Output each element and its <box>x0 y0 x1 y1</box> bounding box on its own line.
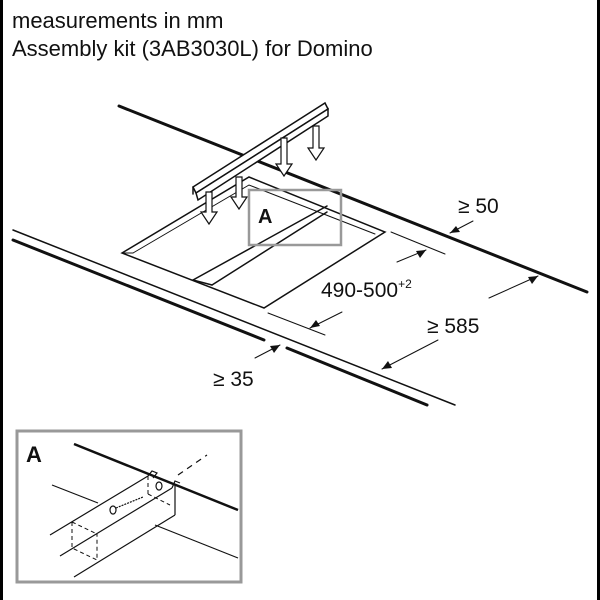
down-arrow-icon <box>229 176 249 211</box>
diagram-title: Assembly kit (3AB3030L) for Domino <box>12 36 373 61</box>
support-bar <box>192 205 328 281</box>
down-arrow-icons <box>199 125 326 226</box>
worktop-front-edge <box>12 229 456 406</box>
detail-a-label: A <box>26 442 42 467</box>
detail-a-marker <box>247 188 343 247</box>
detail-a-marker-label: A <box>258 206 272 228</box>
units-note: measurements in mm <box>12 8 224 33</box>
front-clearance-label: ≥ 35 <box>213 368 254 391</box>
left-border <box>0 0 3 600</box>
worktop-front-thick <box>11 238 266 342</box>
depth-label: ≥ 585 <box>427 315 479 338</box>
right-border <box>597 0 600 600</box>
down-arrow-icon <box>274 137 294 178</box>
down-arrow-icon <box>306 125 326 162</box>
detail-a-inset: A <box>15 429 243 584</box>
dimension-arrowheads <box>270 226 538 369</box>
rear-clearance-label: ≥ 50 <box>458 195 499 218</box>
cutout-width-label: 490-500+2 <box>321 277 412 302</box>
screw-icon <box>109 505 117 515</box>
down-arrow-icon <box>199 191 219 226</box>
worktop-rear-edge <box>117 104 589 294</box>
